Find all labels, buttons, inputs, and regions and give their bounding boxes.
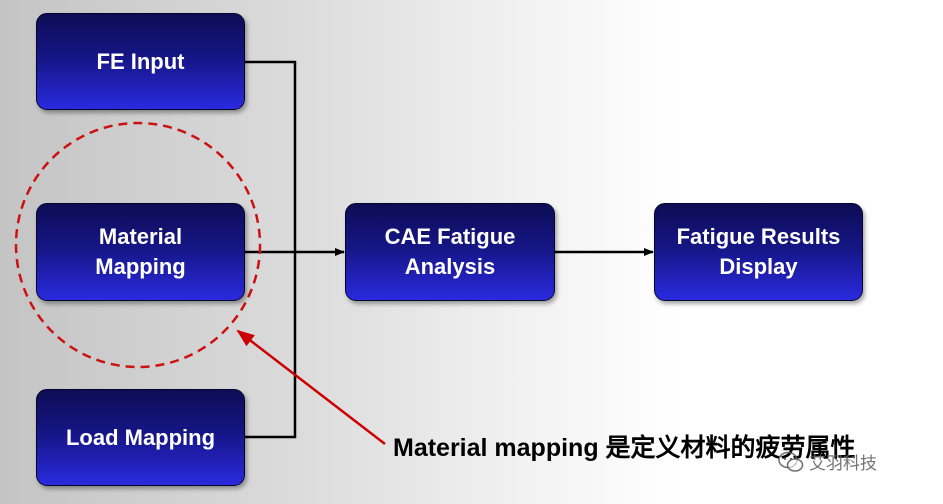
load-mapping-node: Load Mapping (36, 389, 245, 486)
load-mapping-link (245, 252, 297, 439)
bus-connector (245, 60, 297, 439)
fe-input-link (245, 60, 297, 252)
wechat-icon (778, 451, 804, 473)
annotation-pointer-arrow (236, 329, 386, 445)
watermark-text: 艾羽科技 (809, 454, 877, 473)
material-mapping-node: Material Mapping (36, 203, 245, 301)
cae-fatigue-analysis-node: CAE Fatigue Analysis (345, 203, 555, 301)
material-mapping-annotation: Material mapping 是定义材料的疲劳属性 (393, 434, 856, 462)
fe-input-node: FE Input (36, 13, 245, 110)
material-highlight-circle (14, 121, 262, 369)
fatigue-results-display-node: Fatigue Results Display (654, 203, 863, 301)
watermark: 艾羽科技 (778, 449, 877, 474)
